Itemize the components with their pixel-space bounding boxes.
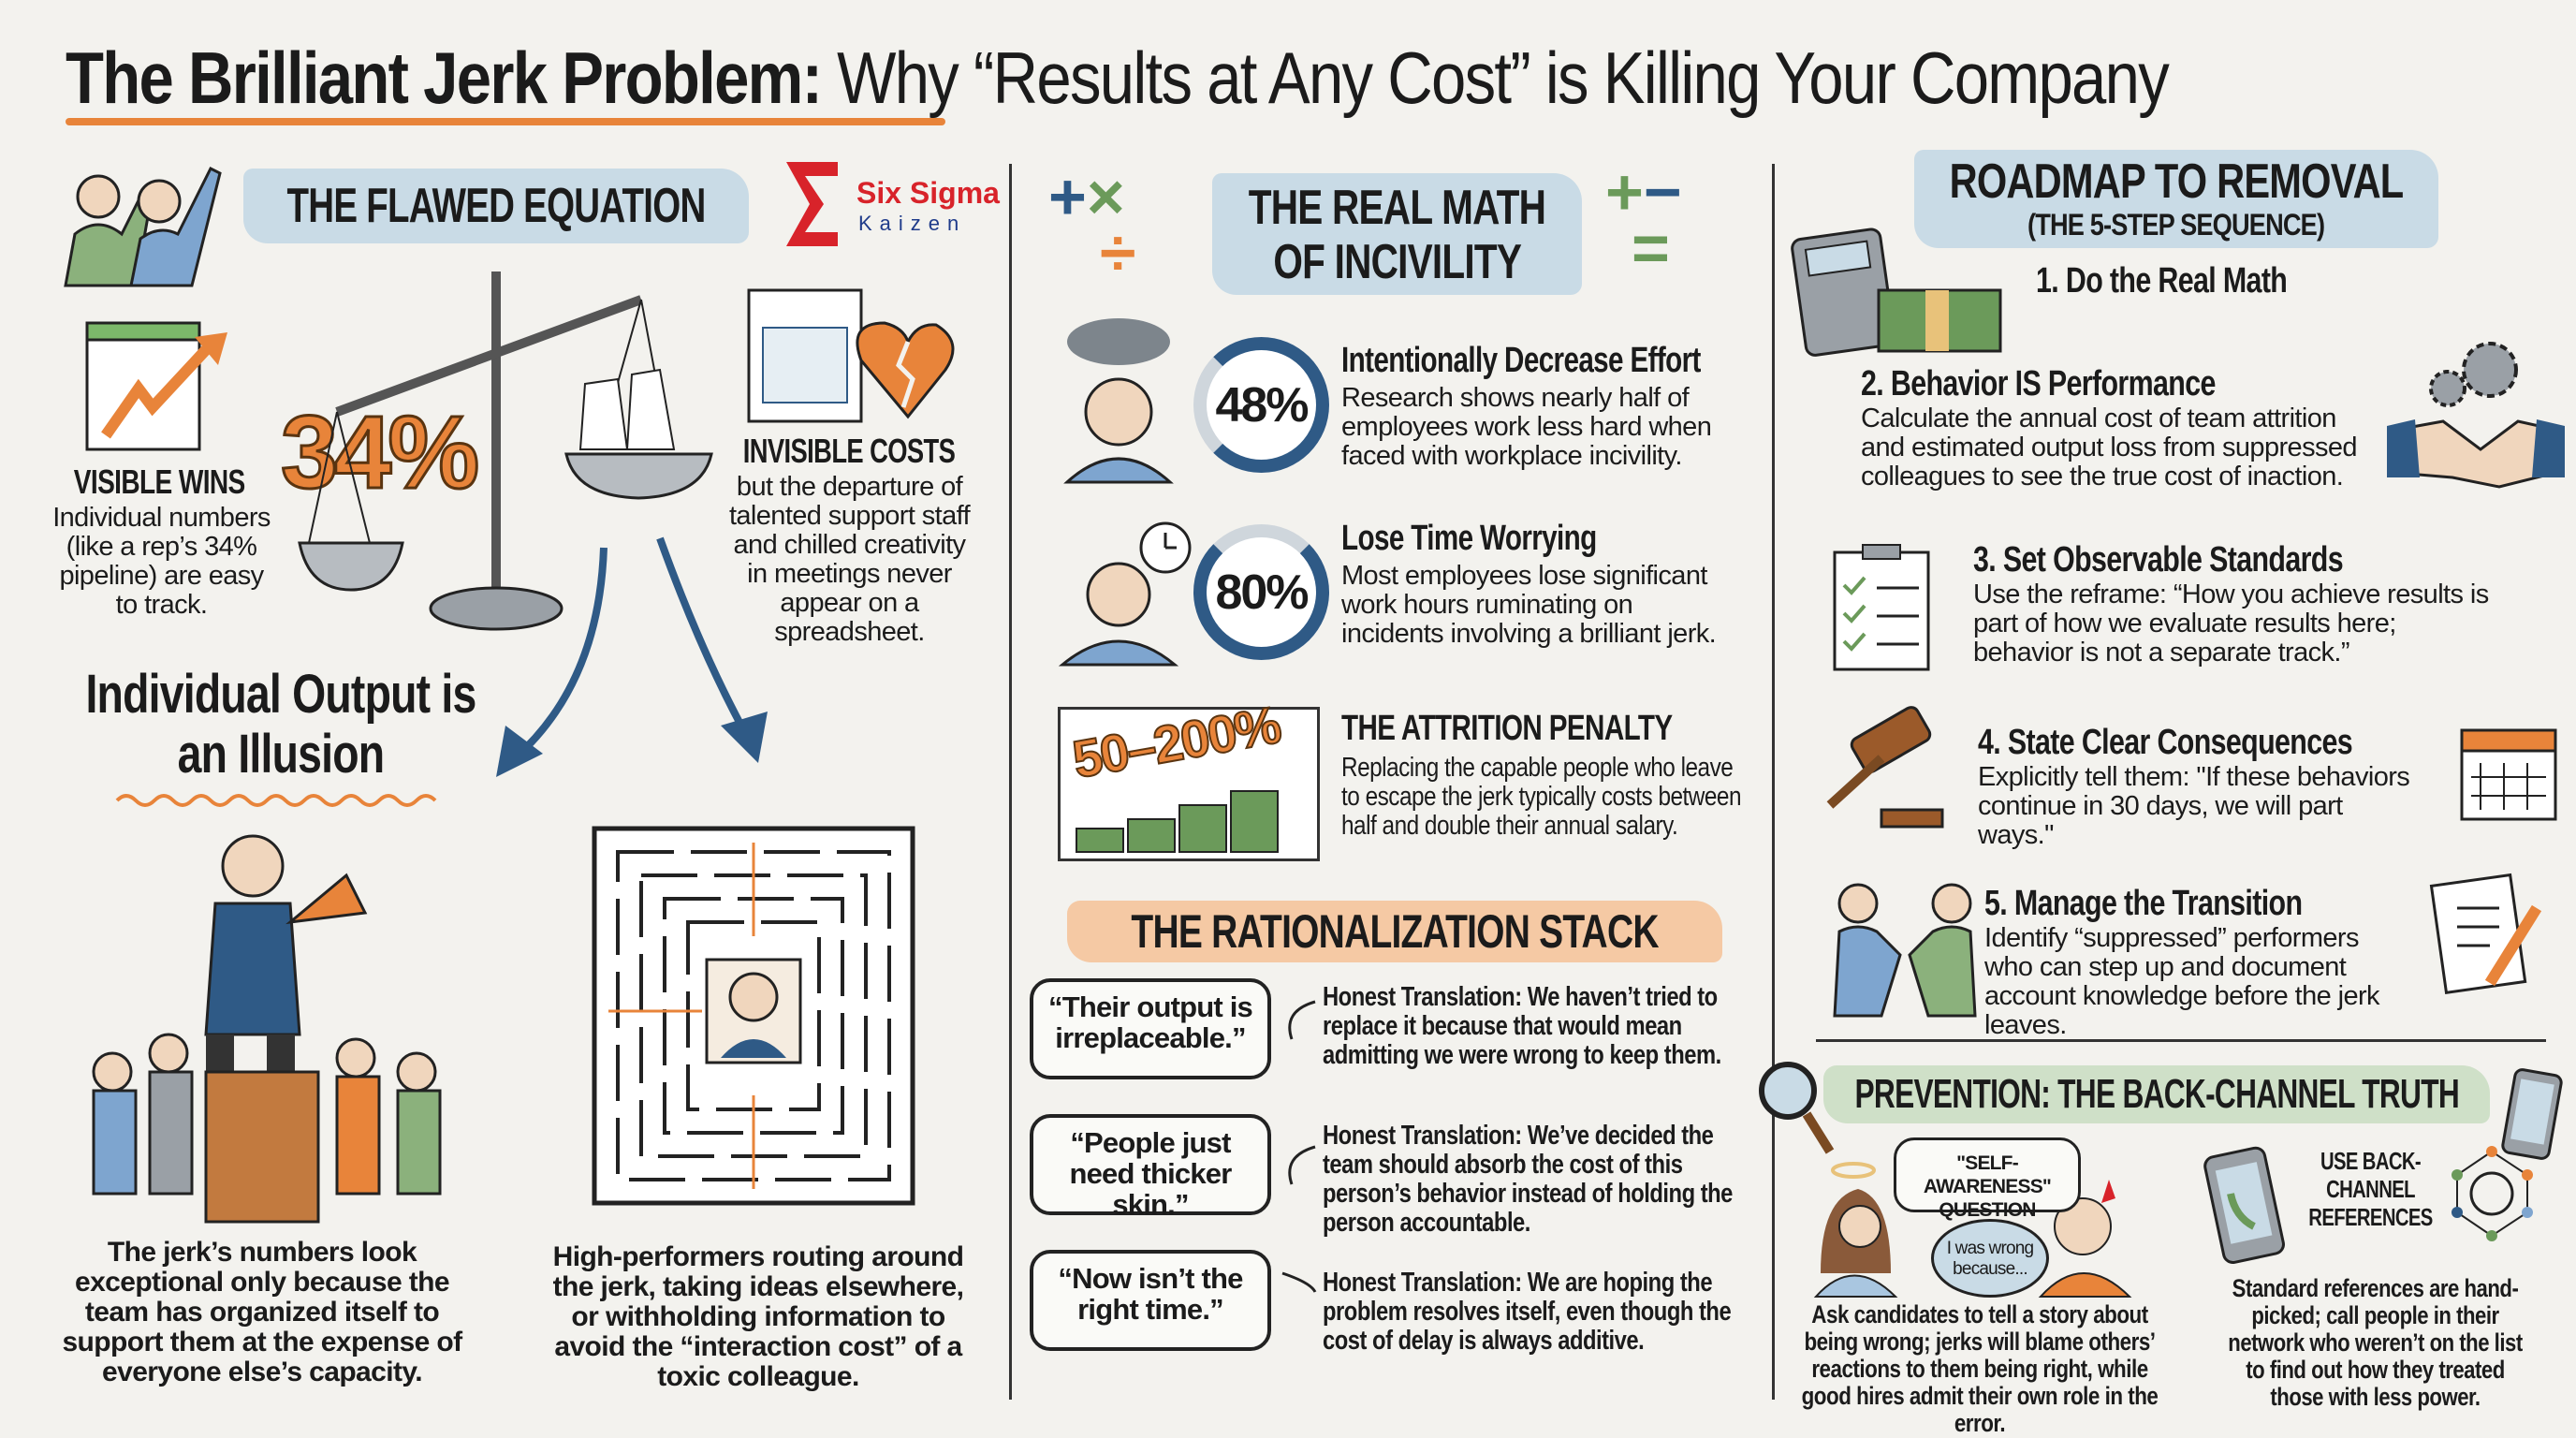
stat-title-worry: Lose Time Worrying (1341, 519, 1597, 558)
growth-chart-icon (85, 321, 227, 451)
logo-line2: Kaizen (858, 212, 967, 235)
connector-arrows (1281, 1000, 1317, 1293)
quote-bubble-1: “Their output is irreplaceable.” (1030, 978, 1271, 1079)
translation-3: Honest Translation: We are hoping the pr… (1323, 1268, 1732, 1356)
roadmap-subtitle: (THE 5-STEP SEQUENCE) (2027, 207, 2325, 242)
quote-bubble-2: “People just need thicker skin.” (1030, 1114, 1271, 1220)
invisible-costs-text: but the departure of talented support st… (728, 472, 971, 647)
invisible-costs-title-text: INVISIBLE COSTS (743, 432, 956, 470)
prevention-header: PREVENTION: THE BACK-CHANNEL TRUTH (1823, 1065, 2490, 1123)
divider-left (1009, 164, 1012, 1400)
handshake-gears-icon (2387, 342, 2565, 489)
arrow-down-right-icon (656, 536, 768, 763)
stat-circle-80: 80% (1193, 524, 1329, 660)
squiggle-underline (115, 794, 437, 807)
high-five-icon (64, 166, 222, 287)
step-5-text: Identify “suppressed” performers who can… (1984, 923, 2380, 1040)
step-3-text: Use the reframe: “How you achieve result… (1973, 580, 2489, 668)
roadmap-header: ROADMAP TO REMOVAL (THE 5-STEP SEQUENCE) (1914, 150, 2438, 248)
flawed-equation-header-text: THE FLAWED EQUATION (286, 179, 707, 233)
maze-illustration (592, 826, 915, 1206)
step-1-title: 1. Do the Real Math (2036, 261, 2288, 301)
divider-prevention (1816, 1039, 2546, 1042)
stressed-worker-cloud-icon (1063, 318, 1174, 484)
self-awareness-bubble: "SELF-AWARENESS" QUESTION (1894, 1137, 2081, 1221)
translation-2: Honest Translation: We’ve decided the te… (1323, 1121, 1733, 1238)
stat-title-effort: Intentionally Decrease Effort (1341, 341, 1701, 380)
quote-bubble-3: “Now isn’t the right time.” (1030, 1250, 1271, 1351)
illusion-title: Individual Output is an Illusion (85, 664, 476, 785)
worried-worker-clock-icon (1058, 521, 1192, 667)
answer-bubble: I was wrong because... (1931, 1219, 2049, 1298)
rationalization-header-text: THE RATIONALIZATION STACK (1131, 905, 1659, 958)
real-math-header-line1: THE REAL MATH (1248, 181, 1546, 235)
stat-text-effort: Research shows nearly half of employees … (1341, 383, 1712, 471)
step-2-text: Calculate the annual cost of team attrit… (1861, 404, 2358, 492)
flawed-equation-header: THE FLAWED EQUATION (243, 169, 749, 243)
network-globe-icon (2452, 1146, 2533, 1241)
roadmap-title: ROADMAP TO REMOVAL (1949, 154, 2405, 209)
sigma-icon (786, 162, 838, 246)
attrition-text: Replacing the capable people who leave t… (1341, 753, 1742, 841)
attrition-title: THE ATTRITION PENALTY (1341, 709, 1673, 748)
handover-people-icon (1833, 883, 1977, 1018)
step-5-title: 5. Manage the Transition (1984, 884, 2303, 923)
document-pen-icon (2429, 873, 2542, 994)
checklist-icon (1833, 544, 1930, 671)
calculator-money-icon (1791, 227, 2002, 357)
stat-value-80: 80% (1215, 565, 1309, 620)
backchannel-text: Standard references are hand-picked; cal… (2228, 1274, 2523, 1411)
big-stat-34: 34% (279, 394, 480, 512)
rationalization-header: THE RATIONALIZATION STACK (1067, 901, 1722, 962)
stat-circle-48: 48% (1193, 337, 1329, 473)
step-4-text: Explicitly tell them: "If these behavior… (1978, 762, 2410, 850)
logo-line1: Six Sigma (856, 176, 1000, 210)
balance-scale-icon (298, 271, 713, 631)
calendar-icon (2460, 728, 2557, 821)
smartphone-icon (2501, 1068, 2563, 1160)
maze-caption: High-performers routing around the jerk,… (552, 1241, 964, 1392)
math-symbols-right-icon: +−= (1605, 155, 1682, 285)
math-symbols-left-icon: +×÷ (1048, 160, 1136, 289)
page-title: The Brilliant Jerk Problem: Why “Results… (66, 36, 2170, 121)
arrow-down-left-icon (496, 547, 607, 777)
divider-right (1772, 164, 1775, 1400)
visible-wins-title: VISIBLE WINS (47, 463, 271, 501)
jerk-on-pedestal-illustration (92, 834, 442, 1224)
backchannel-label: USE BACK-CHANNEL REFERENCES (2308, 1147, 2433, 1231)
self-awareness-text: Ask candidates to tell a story about bei… (1801, 1300, 2159, 1437)
magnifying-glass-icon (1759, 1062, 1835, 1154)
gavel-icon (1826, 706, 1944, 829)
spreadsheet-broken-heart-icon (747, 288, 955, 423)
logo-six-sigma-kaizen: Six Sigma Kaizen (782, 157, 1006, 251)
step-3-title: 3. Set Observable Standards (1973, 540, 2344, 580)
visible-wins-text: Individual numbers (like a rep’s 34% pip… (52, 503, 271, 620)
title-bold: The Brilliant Jerk Problem: (66, 37, 823, 119)
money-stacks-icon (1076, 790, 1279, 853)
stat-value-48: 48% (1215, 377, 1309, 433)
title-underline (66, 118, 945, 125)
prevention-header-text: PREVENTION: THE BACK-CHANNEL TRUTH (1854, 1071, 2459, 1117)
title-rest: Why “Results at Any Cost” is Killing You… (837, 37, 2170, 119)
step-2-title: 2. Behavior IS Performance (1861, 364, 2216, 404)
step-4-title: 4. State Clear Consequences (1978, 723, 2353, 762)
jerk-caption: The jerk’s numbers look exceptional only… (62, 1237, 462, 1387)
phone-call-icon (2203, 1146, 2285, 1265)
real-math-header-line2: OF INCIVILITY (1273, 235, 1522, 289)
invisible-costs-title: INVISIBLE COSTS (716, 433, 983, 470)
interviewer-and-candidate-illustration (1813, 1162, 2132, 1298)
real-math-header: THE REAL MATH OF INCIVILITY (1212, 173, 1582, 295)
translation-1: Honest Translation: We haven’t tried to … (1323, 982, 1721, 1070)
stat-text-worry: Most employees lose significant work hou… (1341, 561, 1717, 649)
visible-wins-title-text: VISIBLE WINS (73, 462, 245, 501)
